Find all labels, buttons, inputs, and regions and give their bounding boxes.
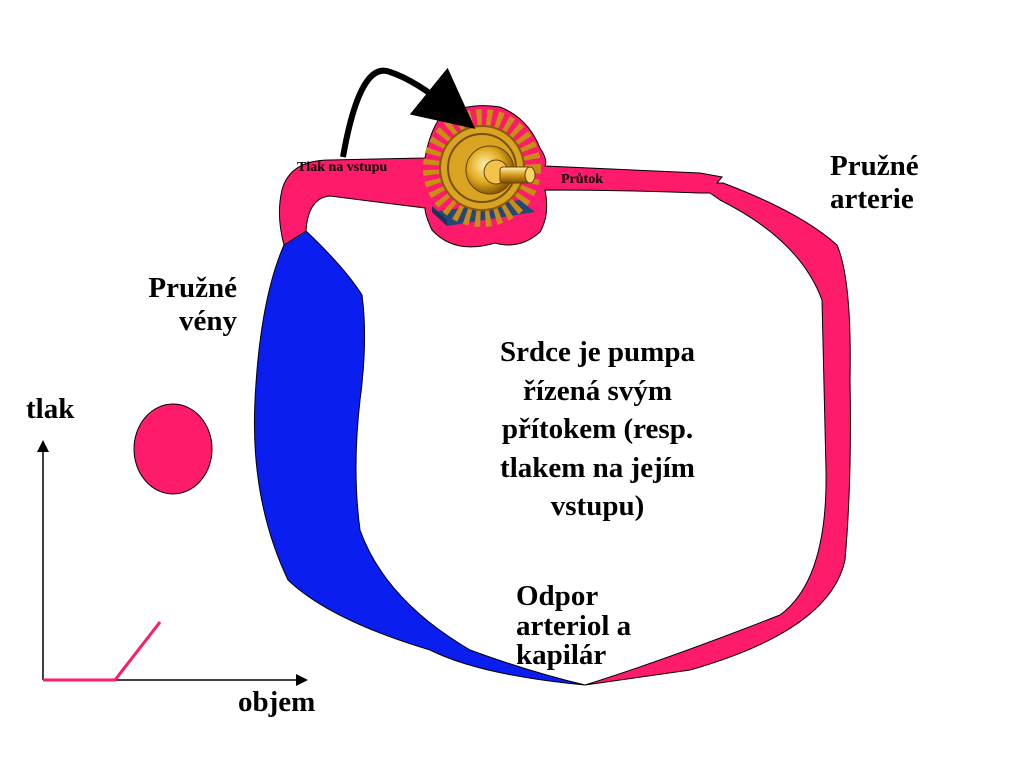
pressure-volume-curve [43,621,162,682]
artery-vessel [278,105,851,686]
resistance-label: Odpor arteriol a kapilár [516,580,632,672]
flow-label: Průtok [561,172,603,187]
axis-x-label: objem [238,686,316,718]
pink-blob [133,403,213,495]
arteries-label: Pružné arterie [830,150,919,216]
veins-label: Pružné vény [148,272,237,338]
pressure-volume-axes [37,440,308,686]
vein-vessel [253,230,586,686]
curved-arrow-icon [340,67,476,158]
axis-y-label: tlak [26,393,75,425]
pump-inlet-label: Tlak na vstupu [297,160,388,175]
heart-pump-text: Srdce je pumpa řízená svým přítokem (res… [500,336,695,523]
gear-motor-icon [423,109,541,227]
